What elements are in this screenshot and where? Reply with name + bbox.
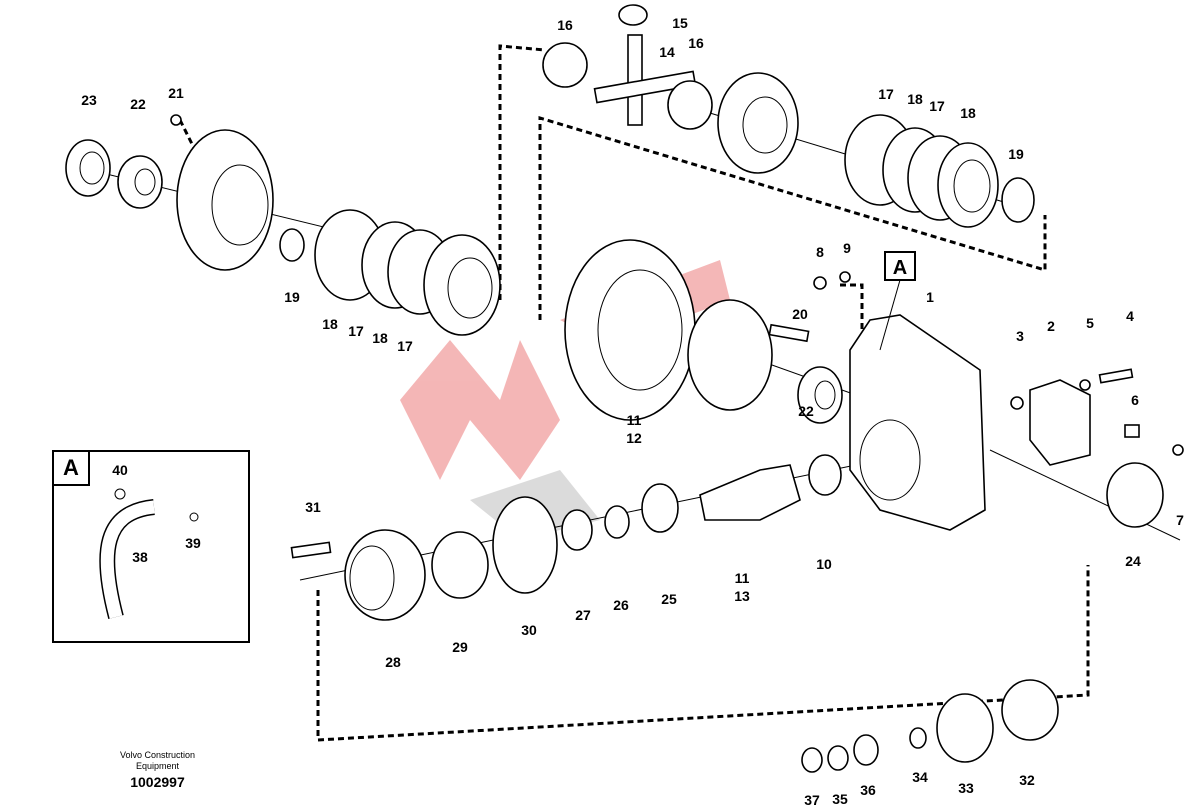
dashed-guide-bolt xyxy=(840,283,864,350)
detail-inset-a: A xyxy=(52,450,250,643)
callout-30: 30 xyxy=(521,622,537,638)
callout-18: 18 xyxy=(960,105,976,121)
brand-line-2: Equipment xyxy=(135,761,180,771)
detail-label-text: A xyxy=(893,257,907,279)
parts xyxy=(65,4,1184,773)
callout-6: 6 xyxy=(1131,392,1139,408)
callout-40: 40 xyxy=(112,462,128,478)
callout-31: 31 xyxy=(305,499,321,515)
callout-11: 11 xyxy=(627,412,642,428)
callout-7: 7 xyxy=(1176,512,1184,528)
callout-8: 8 xyxy=(816,244,824,260)
callout-19: 19 xyxy=(1008,146,1024,162)
callout-21: 21 xyxy=(168,85,184,101)
callout-19: 19 xyxy=(284,289,300,305)
callout-10: 10 xyxy=(816,556,832,572)
callout-18: 18 xyxy=(372,330,388,346)
callout-16: 16 xyxy=(557,17,573,33)
callout-25: 25 xyxy=(661,591,677,607)
brand-line-1: Volvo Construction xyxy=(119,750,196,760)
callout-18: 18 xyxy=(907,91,923,107)
callout-20: 20 xyxy=(792,306,808,322)
callout-35: 35 xyxy=(832,791,848,807)
dashed-guide-diff xyxy=(538,115,1047,320)
callout-33: 33 xyxy=(958,780,974,796)
callout-38: 38 xyxy=(132,549,148,565)
axis-line-housing xyxy=(989,449,1181,541)
callout-18: 18 xyxy=(322,316,338,332)
callout-16: 16 xyxy=(688,35,704,51)
callout-24: 24 xyxy=(1125,553,1141,569)
callout-17: 17 xyxy=(397,338,413,354)
callout-27: 27 xyxy=(575,607,591,623)
callout-29: 29 xyxy=(452,639,468,655)
callout-2: 2 xyxy=(1047,318,1055,334)
callout-39: 39 xyxy=(185,535,201,551)
callout-9: 9 xyxy=(843,240,851,256)
drawing-number: 1002997 xyxy=(130,774,185,790)
callout-5: 5 xyxy=(1086,315,1094,331)
dashed-guide-21 xyxy=(178,119,197,151)
callout-12: 12 xyxy=(626,430,642,446)
callout-23: 23 xyxy=(81,92,97,108)
callout-22: 22 xyxy=(798,403,814,419)
hose-drawing xyxy=(99,488,199,620)
callout-14: 14 xyxy=(659,44,675,60)
callout-1: 1 xyxy=(926,289,934,305)
inset-label: A xyxy=(54,452,90,486)
callout-15: 15 xyxy=(672,15,688,31)
callout-17: 17 xyxy=(878,86,894,102)
callout-34: 34 xyxy=(912,769,928,785)
callout-3: 3 xyxy=(1016,328,1024,344)
callout-11: 11 xyxy=(735,570,750,586)
detail-label-a: A xyxy=(879,251,916,351)
callout-26: 26 xyxy=(613,597,629,613)
callout-22: 22 xyxy=(130,96,146,112)
dashed-guide-upper xyxy=(498,44,546,300)
footer: Volvo Construction Equipment 1002997 xyxy=(95,750,220,790)
callout-17: 17 xyxy=(348,323,364,339)
callout-36: 36 xyxy=(860,782,876,798)
dashed-guide-lower xyxy=(316,565,1090,742)
callout-4: 4 xyxy=(1126,308,1134,324)
callout-32: 32 xyxy=(1019,772,1035,788)
callout-37: 37 xyxy=(804,792,820,807)
callout-17: 17 xyxy=(929,98,945,114)
callout-28: 28 xyxy=(385,654,401,670)
callout-13: 13 xyxy=(734,588,750,604)
